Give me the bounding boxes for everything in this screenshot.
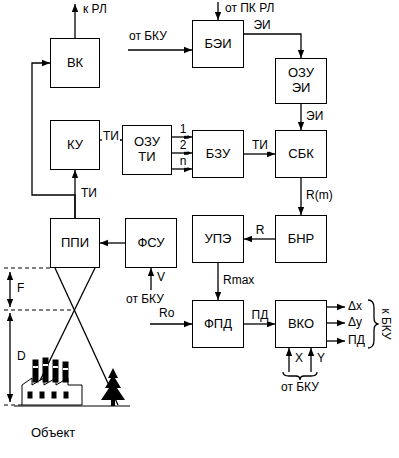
source-label: от БКУ <box>125 293 165 306</box>
box-label: ВКО <box>288 317 314 332</box>
input-wire <box>217 2 218 20</box>
box-label: БЭИ <box>204 37 231 52</box>
dimension-label: D <box>16 350 27 363</box>
signal-connector <box>300 104 301 130</box>
signal-name: X <box>294 352 304 365</box>
signal-connector <box>217 263 218 300</box>
process-box: БЭИ <box>192 20 244 68</box>
signal-name: 1 <box>179 123 188 136</box>
input-wire <box>128 49 192 50</box>
signal-name: Ro <box>158 307 175 320</box>
object-label: Объект <box>30 426 76 440</box>
label: от ПК РЛ <box>224 2 275 15</box>
box-label: ФПД <box>204 317 232 332</box>
signal-name: n <box>179 155 188 168</box>
signal-connector <box>100 242 125 243</box>
process-box: ВКО <box>275 300 327 348</box>
dimension-extension <box>4 310 72 311</box>
destination-label: к БКУ <box>378 307 391 340</box>
signal-name: ПД <box>251 309 270 322</box>
dimension-extension <box>4 268 50 269</box>
signal-connector <box>172 152 192 153</box>
signal-name: ТИ <box>80 187 98 200</box>
process-box: СБК <box>275 130 327 178</box>
signal-connector <box>244 323 275 324</box>
process-box: ОЗУ ТИ <box>122 125 172 175</box>
dimension-extension <box>4 405 24 406</box>
signal-connector <box>172 168 192 169</box>
output-wire <box>327 322 345 323</box>
box-label: ВК <box>67 56 83 71</box>
dimension-line <box>9 313 10 402</box>
output-wire <box>327 306 345 307</box>
process-box: ВК <box>50 38 100 88</box>
output-wire <box>327 340 345 341</box>
dimension-line <box>9 272 10 307</box>
process-box: ФПД <box>192 300 244 348</box>
process-box: ФСУ <box>125 218 177 268</box>
signal-name: Rmax <box>222 274 255 287</box>
signal-connector <box>74 170 75 218</box>
process-box: БЗУ <box>192 130 244 178</box>
box-label: ППИ <box>61 236 89 251</box>
factory-icon <box>14 358 130 406</box>
box-label: ФСУ <box>137 236 164 251</box>
signal-name: Y <box>316 352 326 365</box>
tree-icon <box>101 368 125 406</box>
signal-name: V <box>156 271 166 284</box>
signal-name: 2 <box>179 139 188 152</box>
signal-connector <box>172 136 192 137</box>
signal-name: ЭИ <box>305 110 324 123</box>
signal-name: ТИ <box>251 139 269 152</box>
box-label: СБК <box>288 147 314 162</box>
box-label: БНР <box>288 232 315 247</box>
signal-name: ПД <box>347 334 366 347</box>
box-label: БЗУ <box>206 147 230 162</box>
signal-name: Δy <box>347 316 363 329</box>
signal-connector <box>300 178 301 215</box>
process-box: ОЗУ ЭИ <box>275 58 327 104</box>
signal-name: R <box>255 224 266 237</box>
box-label: УПЭ <box>205 232 232 247</box>
source-label: от БКУ <box>128 30 168 43</box>
input-wire <box>310 348 311 372</box>
output-wire <box>74 4 75 38</box>
input-wire <box>150 323 192 324</box>
source-label: от БКУ <box>280 381 320 394</box>
signal-name: Δx <box>347 300 363 313</box>
input-wire <box>150 268 151 290</box>
process-box: УПЭ <box>192 215 244 263</box>
signal-connector <box>244 34 301 58</box>
signal-name: ЭИ <box>252 19 271 32</box>
brace <box>283 372 317 380</box>
input-wire <box>288 348 289 372</box>
process-box: ППИ <box>50 218 100 268</box>
brace <box>368 300 379 348</box>
box-label: КУ <box>67 138 83 153</box>
signal-connector <box>244 153 275 154</box>
process-box: БНР <box>275 215 327 263</box>
dimension-label: F <box>16 282 25 295</box>
signal-connector <box>244 238 275 239</box>
signal-name: R(m) <box>305 189 334 202</box>
signal-name: ТИ <box>102 130 120 143</box>
box-label: ОЗУ ЭИ <box>279 66 323 96</box>
process-box: КУ <box>50 120 100 170</box>
label: к РЛ <box>82 3 108 16</box>
box-label: ОЗУ ТИ <box>126 135 168 165</box>
